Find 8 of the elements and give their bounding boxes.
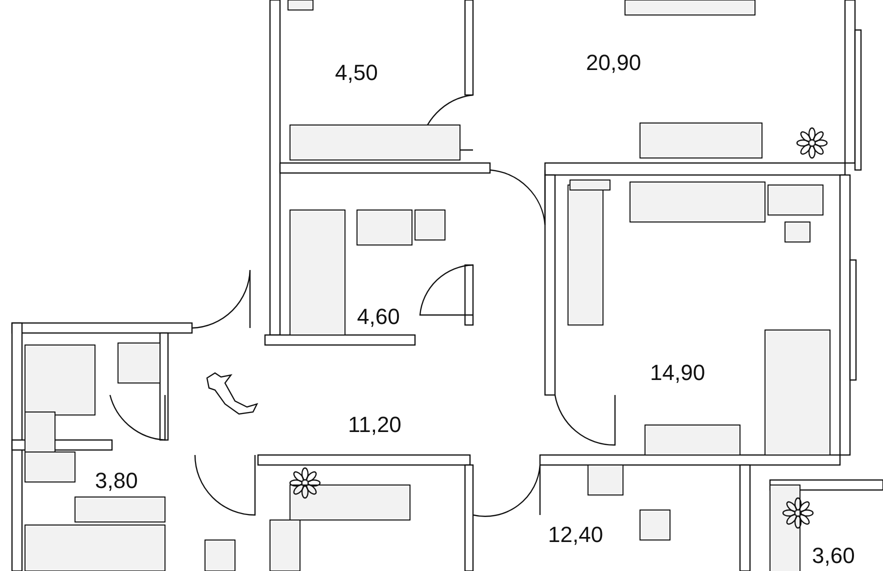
- room-area-label: 4,50: [335, 62, 378, 84]
- room-area-label: 12,40: [548, 524, 604, 546]
- room-area-label: 11,20: [348, 414, 402, 436]
- room-area-label: 20,90: [586, 52, 642, 74]
- room-area-label: 3,60: [812, 545, 855, 567]
- room-area-label: 4,60: [357, 306, 400, 328]
- room-area-label: 14,90: [650, 362, 706, 384]
- room-area-label: 3,80: [95, 470, 138, 492]
